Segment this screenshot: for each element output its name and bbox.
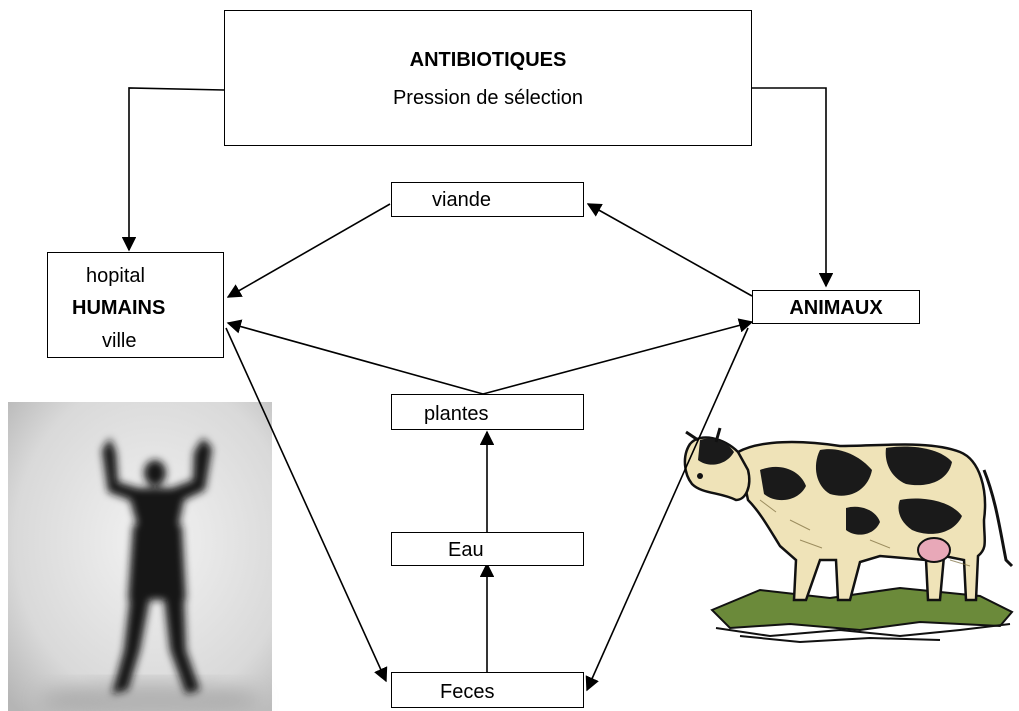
antibiotics-box: ANTIBIOTIQUES Pression de sélection [224,10,752,146]
animaux-box: ANIMAUX [752,290,920,324]
plantes-label: plantes [424,403,489,425]
humains-ville-label: ville [102,330,137,352]
humains-title: HUMAINS [72,297,166,319]
eau-label: Eau [448,539,484,561]
arrow-animaux-to-feces [585,327,749,692]
feces-label: Feces [440,681,495,703]
plantes-box: plantes [391,394,584,430]
humains-hopital-label: hopital [86,265,145,287]
arrow-antibiotics-to-humains [121,87,225,252]
antibiotics-subtitle: Pression de sélection [392,87,584,109]
animaux-title: ANIMAUX [789,297,883,319]
arrow-viande-to-humains [226,203,391,298]
antibiotics-title: ANTIBIOTIQUES [409,49,567,71]
arrow-humains-to-feces [225,327,388,683]
viande-box: viande [391,182,584,217]
arrow-plantes-to-animaux [482,318,754,395]
eau-box: Eau [391,532,584,566]
feces-box: Feces [391,672,584,708]
arrow-antibiotics-to-animaux [752,87,834,288]
arrow-animaux-to-viande [586,203,753,297]
arrow-plantes-to-humains [226,319,484,395]
humains-box: hopital HUMAINS ville [47,252,224,358]
viande-label: viande [432,189,491,211]
